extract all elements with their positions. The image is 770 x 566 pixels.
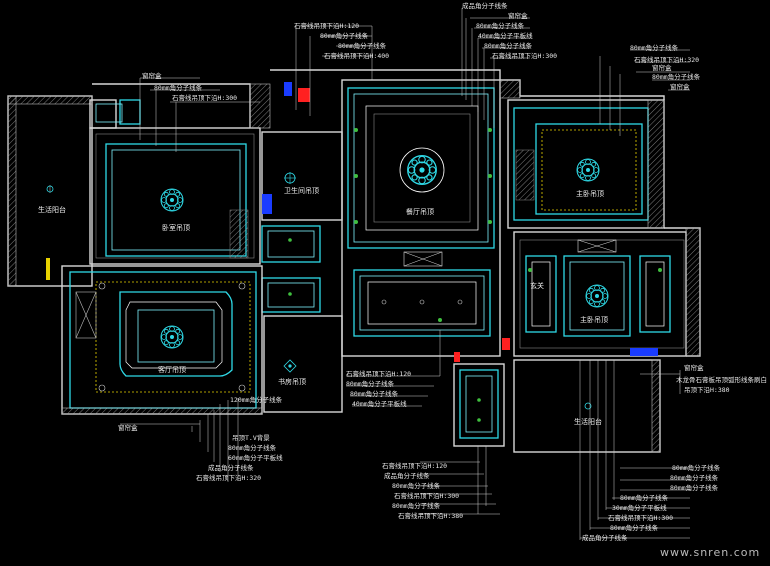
annotation-tl-0: 窗帘盒 (142, 71, 162, 80)
annotation-tc-1: 80mm角分子线条 (320, 31, 369, 40)
annotations-right-side: 窗帘盒 木龙骨石膏板吊顶弧形线条刷白 吊顶下沿H:380 (676, 363, 767, 394)
annotations-top-right-center: 成品角分子线条 窗帘盒 80mm角分子线条 40mm角分子平板线 80mm角分子… (462, 1, 557, 60)
annotation-bc-1: 成品角分子线条 (384, 471, 430, 480)
annotation-bl-4: 60mm角分子平板线 (228, 453, 283, 462)
annotation-mc-3: 40mm角分子平板线 (352, 399, 407, 408)
living-room: 客厅吊顶 (61, 265, 263, 415)
annotations-bottom-left: 窗帘盒 120mm角分子线条 吊顶T.V背景 80mm角分子线条 60mm角分子… (118, 395, 283, 482)
annotation-trc-3: 40mm角分子平板线 (478, 31, 533, 40)
master-room-right: 玄关 主卧吊顶 (502, 231, 687, 357)
annotations-mid-center: 石膏线吊顶下沿H:120 80mm角分子线条 80mm角分子线条 40mm角分子… (346, 369, 411, 408)
annotation-rs-0: 窗帘盒 (684, 363, 704, 372)
room-label-master-right: 主卧吊顶 (580, 315, 608, 324)
balcony-right-room: 生活阳台 (513, 359, 661, 453)
annotation-bc-5: 石膏线吊顶下沿H:380 (398, 511, 463, 520)
annotation-br-6: 80mm角分子线条 (610, 523, 659, 532)
annotation-br-5: 石膏线吊顶下沿H:300 (608, 513, 673, 522)
bedroom-upper-left: 卧室吊顶 (89, 99, 261, 265)
annotations-top-center: 石膏线吊顶下沿H:120 80mm角分子线条 80mm角分子线条 石膏线吊顶下沿… (294, 21, 389, 60)
annotation-bl-6: 石膏线吊顶下沿H:320 (196, 473, 261, 482)
annotation-tc-0: 石膏线吊顶下沿H:120 (294, 21, 359, 30)
outer-walls (61, 69, 701, 415)
annotation-br-7: 成品角分子线条 (582, 533, 628, 542)
annotation-tr-4: 窗帘盒 (670, 82, 690, 91)
annotation-rs-1: 木龙骨石膏板吊顶弧形线条刷白 (676, 375, 767, 384)
leader-lines (120, 8, 690, 540)
annotation-tc-3: 石膏线吊顶下沿H:400 (324, 51, 389, 60)
annotation-trc-2: 80mm角分子线条 (476, 21, 525, 30)
watermark-text: www.snren.com (660, 546, 760, 559)
annotation-bc-3: 石膏线吊顶下沿H:300 (394, 491, 459, 500)
annotation-tc-2: 80mm角分子线条 (338, 41, 387, 50)
room-label-dining: 餐厅吊顶 (406, 207, 434, 216)
annotation-mc-2: 80mm角分子线条 (350, 389, 399, 398)
annotation-br-3: 80mm角分子线条 (620, 493, 669, 502)
annotation-trc-4: 80mm角分子线条 (484, 41, 533, 50)
annotation-bl-2: 吊顶T.V背景 (232, 433, 270, 442)
room-label-balcony-right: 生活阳台 (574, 417, 602, 426)
room-label-entry-left: 玄关 (530, 281, 544, 290)
annotation-bc-2: 80mm角分子线条 (392, 481, 441, 490)
annotation-tr-2: 窗帘盒 (652, 63, 672, 72)
corridor-bottom (453, 363, 505, 447)
annotations-top-left: 窗帘盒 80mm角分子线条 石膏线吊顶下沿H:300 (142, 71, 237, 102)
annotation-bc-0: 石膏线吊顶下沿H:120 (382, 461, 447, 470)
annotation-tr-0: 80mm角分子线条 (630, 43, 679, 52)
room-label-bathroom-left: 卫生间吊顶 (284, 186, 319, 195)
balcony-left-room: 生活阳台 (7, 95, 93, 287)
annotation-bl-3: 80mm角分子线条 (228, 443, 277, 452)
room-label-bedroom-right: 主卧吊顶 (576, 189, 604, 198)
annotation-tl-2: 石膏线吊顶下沿H:300 (172, 93, 237, 102)
annotations-bottom-center: 石膏线吊顶下沿H:120 成品角分子线条 80mm角分子线条 石膏线吊顶下沿H:… (382, 461, 463, 520)
annotation-trc-0: 成品角分子线条 (462, 1, 508, 10)
study-room: 书房吊顶 (263, 315, 343, 413)
room-label-bedroom-upper-left: 卧室吊顶 (162, 223, 190, 232)
annotation-trc-5: 石膏线吊顶下沿H:300 (492, 51, 557, 60)
annotation-tr-1: 石膏线吊顶下沿H:320 (634, 55, 699, 64)
annotations-bottom-right: 80mm角分子线条 80mm角分子线条 80mm角分子线条 80mm角分子线条 … (582, 463, 721, 542)
annotation-br-0: 80mm角分子线条 (672, 463, 721, 472)
annotation-br-2: 80mm角分子线条 (670, 483, 719, 492)
bedroom-right: 主卧吊顶 (507, 99, 665, 229)
annotation-bl-1: 120mm角分子线条 (230, 395, 283, 404)
annotation-tr-3: 80mm角分子线条 (652, 72, 701, 81)
annotation-br-1: 80mm角分子线条 (670, 473, 719, 482)
annotation-bl-0: 窗帘盒 (118, 423, 138, 432)
room-label-study: 书房吊顶 (278, 377, 306, 386)
annotation-bc-4: 80mm角分子线条 (392, 501, 441, 510)
annotation-mc-1: 80mm角分子线条 (346, 379, 395, 388)
annotation-mc-0: 石膏线吊顶下沿H:120 (346, 369, 411, 378)
dining-room: 餐厅吊顶 (341, 79, 501, 362)
room-label-balcony-left: 生活阳台 (38, 205, 66, 214)
bathroom-left: 卫生间吊顶 (261, 82, 343, 313)
annotation-tl-1: 80mm角分子线条 (154, 83, 203, 92)
annotation-bl-5: 成品角分子线条 (208, 463, 254, 472)
annotation-trc-1: 窗帘盒 (508, 11, 528, 20)
annotation-rs-2: 吊顶下沿H:380 (684, 385, 730, 394)
room-label-living: 客厅吊顶 (158, 365, 186, 374)
annotation-br-4: 30mm角分子平板线 (612, 503, 667, 512)
annotations-top-right: 80mm角分子线条 石膏线吊顶下沿H:320 窗帘盒 80mm角分子线条 窗帘盒 (630, 43, 701, 91)
